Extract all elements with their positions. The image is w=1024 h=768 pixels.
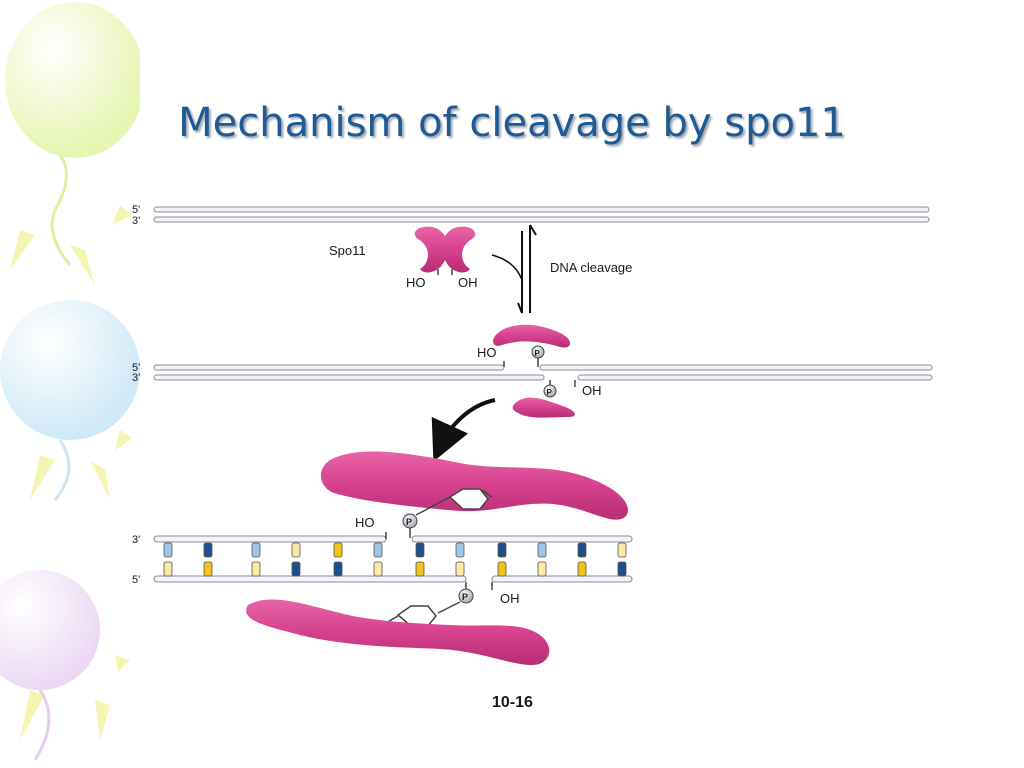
phosphate-label-mid-bottom: P	[547, 388, 553, 397]
strand-label-5prime-mid: 5'	[132, 362, 140, 374]
balloon-decoration	[0, 2, 140, 761]
mid-oh-label: OH	[582, 383, 602, 398]
hydroxyl-label-oh: OH	[458, 275, 478, 290]
figure-number: 10-16	[492, 694, 533, 711]
spo11-cleavage-diagram: 5' 3' Spo11 HO OH DNA cleavage HO P 5' 3…	[132, 204, 933, 711]
bottom-ho-label: HO	[355, 515, 375, 530]
intact-dna-duplex: 5' 3'	[132, 204, 930, 227]
mid-ho-label: HO	[477, 345, 497, 360]
strand-label-5prime-top: 5'	[132, 204, 140, 216]
zoom-arrow	[431, 398, 496, 462]
bottom-oh-label: OH	[500, 591, 520, 606]
strand-label-3prime-bottom: 3'	[132, 534, 140, 546]
phosphate-label-bottom-bottom: P	[462, 592, 468, 602]
strand-label-3prime-top: 3'	[132, 215, 140, 227]
strand-label-5prime-bottom: 5'	[132, 574, 140, 586]
reaction-arrows: DNA cleavage	[491, 224, 632, 314]
strand-label-3prime-mid: 3'	[132, 372, 140, 384]
spo11-dimer: Spo11 HO OH	[329, 226, 478, 290]
covalent-intermediate: P HO 3' 5'	[132, 451, 633, 665]
phosphate-label-mid-top: P	[535, 349, 541, 358]
spo11-label: Spo11	[329, 243, 366, 258]
dna-cleavage-label: DNA cleavage	[550, 260, 632, 275]
phosphate-label-bottom-top: P	[406, 517, 412, 527]
slide-title: Mechanism of cleavage by spo11	[178, 100, 846, 146]
hydroxyl-label-ho: HO	[406, 275, 426, 290]
cleaved-dna-duplex: HO P 5' 3' P OH	[132, 324, 933, 418]
